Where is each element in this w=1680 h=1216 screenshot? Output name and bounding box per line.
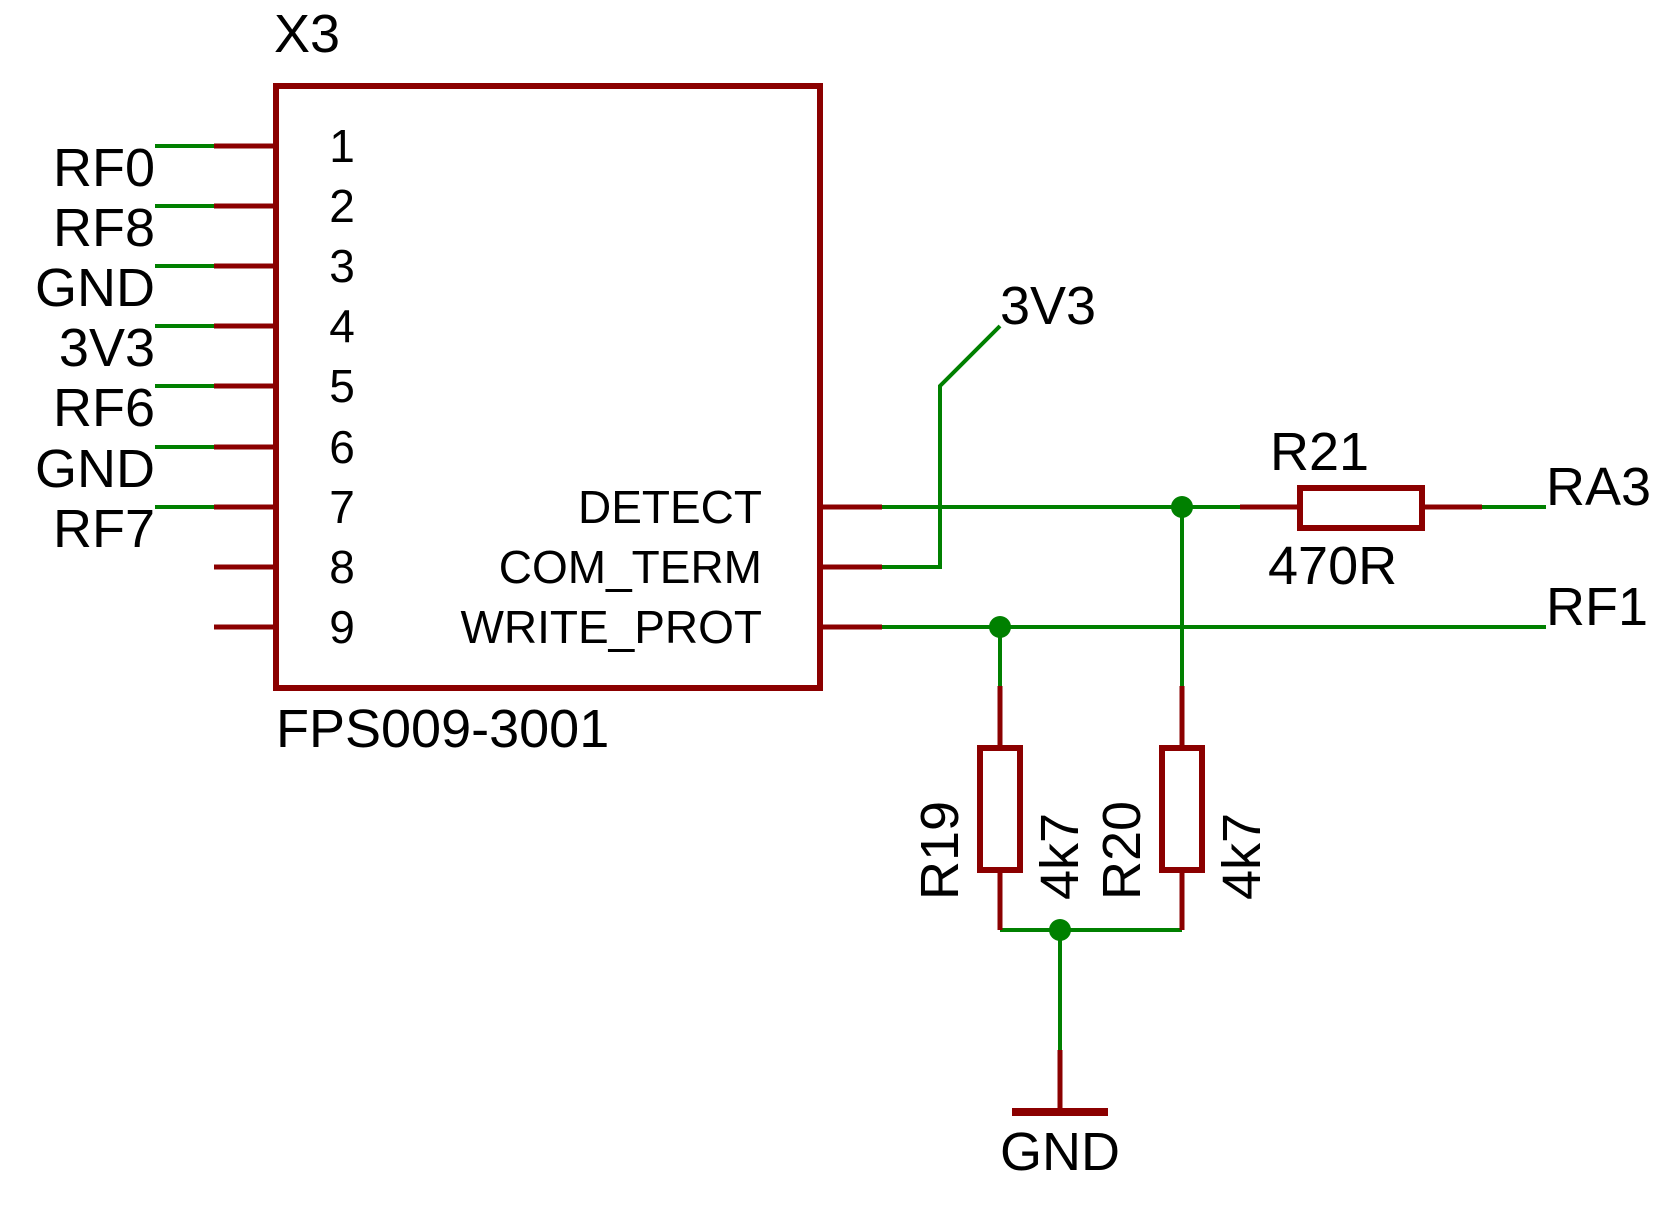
left-net-labels: RF0 RF8 GND 3V3 RF6 GND RF7 bbox=[35, 138, 155, 559]
connector-reference: X3 bbox=[274, 4, 340, 64]
pin-function-detect: DETECT bbox=[578, 481, 762, 533]
resistor-r21: R21 470R bbox=[1240, 422, 1482, 596]
pin-function-com-term: COM_TERM bbox=[499, 541, 762, 593]
net-wires bbox=[882, 324, 1546, 1050]
r20-body bbox=[1159, 745, 1205, 873]
pin-number-7: 7 bbox=[329, 481, 355, 533]
net-label-pin-7: RF7 bbox=[53, 499, 155, 559]
junction-write-prot bbox=[989, 616, 1011, 638]
pin-number-2: 2 bbox=[329, 180, 355, 232]
r19-body bbox=[977, 745, 1023, 873]
pin-number-8: 8 bbox=[329, 541, 355, 593]
pin-number-3: 3 bbox=[329, 240, 355, 292]
net-label-rf1: RF1 bbox=[1546, 577, 1648, 637]
junction-ground bbox=[1049, 919, 1071, 941]
connector-body bbox=[273, 83, 823, 691]
net-label-pin-3: GND bbox=[35, 258, 155, 318]
resistor-r20: R20 4k7 bbox=[1092, 686, 1272, 930]
net-label-gnd: GND bbox=[1000, 1122, 1120, 1182]
r19-reference: R19 bbox=[910, 801, 970, 900]
resistor-r19: R19 4k7 bbox=[910, 686, 1090, 930]
r21-value: 470R bbox=[1268, 536, 1397, 596]
connector-x3: X3 FPS009-3001 RF0 RF8 bbox=[35, 4, 882, 759]
pin-number-6: 6 bbox=[329, 421, 355, 473]
net-label-3v3: 3V3 bbox=[1000, 276, 1096, 336]
left-net-wires bbox=[155, 144, 214, 509]
pin-function-labels: DETECT COM_TERM WRITE_PROT bbox=[460, 481, 762, 653]
right-pin-stubs bbox=[820, 504, 882, 630]
pin-number-5: 5 bbox=[329, 360, 355, 412]
r21-reference: R21 bbox=[1270, 422, 1369, 482]
r20-value: 4k7 bbox=[1212, 813, 1272, 900]
junction-detect bbox=[1171, 496, 1193, 518]
connector-part-number: FPS009-3001 bbox=[276, 699, 609, 759]
net-label-pin-4: 3V3 bbox=[59, 318, 155, 378]
pin-function-write-prot: WRITE_PROT bbox=[460, 601, 762, 653]
r20-reference: R20 bbox=[1092, 801, 1152, 900]
r21-body bbox=[1297, 485, 1425, 531]
ground-symbol: GND bbox=[1000, 1050, 1120, 1182]
net-label-pin-2: RF8 bbox=[53, 198, 155, 258]
net-label-pin-5: RF6 bbox=[53, 378, 155, 438]
net-label-ra3: RA3 bbox=[1546, 457, 1651, 517]
net-label-pin-1: RF0 bbox=[53, 138, 155, 198]
pin-numbers: 1 2 3 4 5 6 7 8 9 bbox=[329, 120, 355, 653]
r19-value: 4k7 bbox=[1030, 813, 1090, 900]
net-label-pin-6: GND bbox=[35, 439, 155, 499]
pin-number-9: 9 bbox=[329, 601, 355, 653]
wire-com-term-3v3 bbox=[882, 324, 1002, 569]
left-pin-stubs bbox=[214, 143, 276, 630]
junctions bbox=[989, 496, 1193, 941]
pin-number-1: 1 bbox=[329, 120, 355, 172]
pin-number-4: 4 bbox=[329, 300, 355, 352]
